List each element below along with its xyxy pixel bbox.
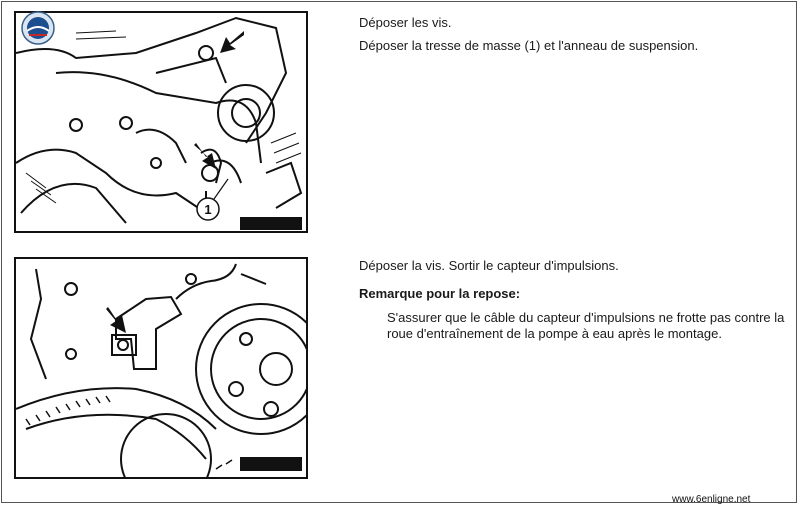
label-bar [240,217,302,230]
figure-ground-strap: 1 [14,11,308,233]
pulse-sensor-drawing [16,263,306,477]
site-logo [21,11,55,45]
arrow-icon [220,31,244,53]
arrow-icon [106,307,126,333]
footer-url[interactable]: www.6enligne.net [672,494,751,505]
remark-text: S'assurer que le câble du capteur d'impu… [387,310,785,341]
step1-line1: Déposer les vis. [359,15,452,30]
callout-circle [196,197,220,221]
step2-line1: Déposer la vis. Sortir le capteur d'impu… [359,258,619,273]
arrow-icon [194,143,216,169]
ground-strap-drawing: 1 [16,16,303,230]
label-bar [240,457,302,471]
figure-pulse-sensor [14,257,308,479]
callout-number: 1 [204,202,211,217]
step1-line2: Déposer la tresse de masse (1) et l'anne… [359,38,699,53]
remark-title: Remarque pour la repose: [359,286,521,301]
